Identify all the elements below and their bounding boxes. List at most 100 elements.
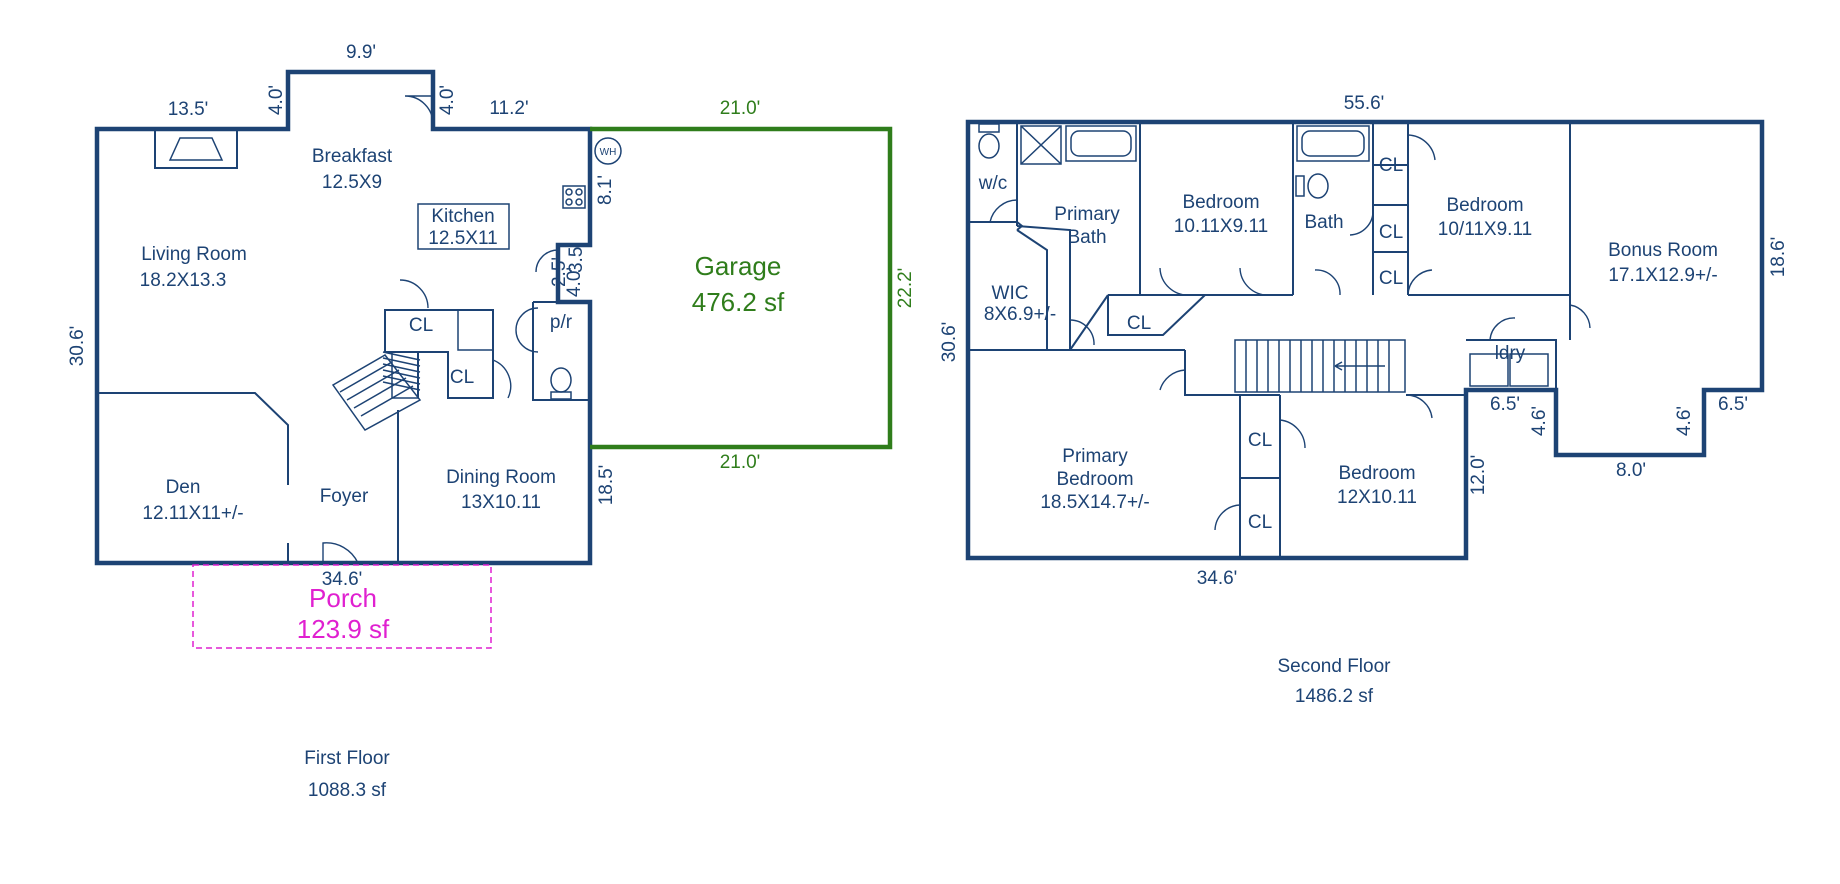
foyer-label: Foyer bbox=[320, 486, 369, 507]
bedroom-a-dims: 10.11X9.11 bbox=[1174, 216, 1268, 237]
dim-step-c: 8.0' bbox=[1616, 460, 1646, 481]
hall-closet-wall bbox=[1069, 294, 1206, 351]
dining-room-dims: 13X10.11 bbox=[461, 492, 541, 513]
fridge-icon bbox=[457, 309, 494, 351]
dining-room-label: Dining Room bbox=[446, 467, 556, 488]
dim-right-2: 18.6' bbox=[1768, 237, 1789, 278]
dim-top-left: 13.5' bbox=[168, 99, 209, 120]
primary-bedroom-label-2: Bedroom bbox=[1056, 469, 1133, 490]
garage-door[interactable] bbox=[535, 249, 559, 273]
powder-wall bbox=[532, 302, 590, 401]
cooktop-icon bbox=[562, 185, 586, 209]
water-heater-icon: WH bbox=[594, 137, 622, 165]
wc-label: w/c bbox=[978, 173, 1008, 194]
dim-step-b: 4.6' bbox=[1529, 406, 1550, 436]
bedroom-c-label: Bedroom bbox=[1338, 463, 1415, 484]
shower-icon bbox=[1020, 125, 1062, 165]
powder-door[interactable] bbox=[515, 307, 539, 353]
closet-door-b[interactable] bbox=[1349, 209, 1374, 236]
closet-label-b: CL bbox=[1379, 222, 1403, 243]
stairs-icon bbox=[1234, 339, 1406, 393]
dim-top-mid: 11.2' bbox=[489, 98, 528, 119]
den-label: Den bbox=[166, 477, 201, 498]
dim-top: 55.6' bbox=[1344, 93, 1385, 114]
breakfast-label: Breakfast bbox=[312, 146, 393, 167]
powder-room-label: p/r bbox=[550, 312, 573, 333]
garage-label: Garage bbox=[695, 251, 782, 281]
primary-bedroom-label-1: Primary bbox=[1062, 446, 1128, 467]
closet-label-e: CL bbox=[1248, 512, 1272, 533]
front-door[interactable] bbox=[322, 542, 360, 564]
kitchen-label-box bbox=[417, 203, 510, 250]
wic-wall-2 bbox=[1016, 229, 1048, 350]
dim-step-d: 4.6' bbox=[1674, 406, 1695, 436]
breakfast-door[interactable] bbox=[404, 95, 434, 125]
dim-kitchen-side: 8.1' bbox=[595, 175, 616, 205]
svg-text:WH: WH bbox=[600, 147, 617, 158]
bathtub-icon bbox=[1065, 125, 1137, 162]
dim-bottom-2: 34.6' bbox=[1197, 568, 1238, 589]
living-room-label: Living Room bbox=[141, 244, 247, 265]
den-dims: 12.11X11+/- bbox=[142, 503, 243, 524]
bedroom-a-door[interactable] bbox=[1159, 267, 1191, 296]
wic-door[interactable] bbox=[1069, 319, 1095, 346]
dim-notch-left: 4.0' bbox=[266, 85, 287, 115]
bedroom-c-dims: 12X10.11 bbox=[1337, 487, 1417, 508]
dim-jog-b: 2.5' bbox=[549, 257, 570, 287]
stairs-icon bbox=[331, 351, 422, 431]
bonus-door[interactable] bbox=[1569, 304, 1591, 329]
laundry-door[interactable] bbox=[1489, 317, 1516, 341]
hall-closet-label: CL bbox=[1127, 313, 1151, 334]
dim-garage-right: 22.2' bbox=[895, 268, 916, 309]
closet-label: CL bbox=[409, 315, 433, 336]
bath-door[interactable] bbox=[1314, 269, 1341, 296]
closet-label-c: CL bbox=[1379, 268, 1403, 289]
closet-door-a[interactable] bbox=[1407, 134, 1436, 161]
wic-label: WIC bbox=[992, 283, 1029, 304]
dim-step-e: 6.5' bbox=[1718, 394, 1748, 415]
bathtub-icon-2 bbox=[1296, 125, 1370, 162]
bedroom-b-door[interactable] bbox=[1407, 269, 1433, 296]
bedroom-b-dims: 10/11X9.11 bbox=[1438, 219, 1532, 240]
bedroom-a-door-2[interactable] bbox=[1239, 267, 1266, 296]
closet-door[interactable] bbox=[399, 279, 429, 309]
dim-step-a: 6.5' bbox=[1490, 394, 1520, 415]
laundry-wall bbox=[1466, 339, 1557, 390]
toilet-icon-2 bbox=[1295, 173, 1329, 199]
closet-label-a: CL bbox=[1379, 155, 1403, 176]
closet-door-2[interactable] bbox=[492, 359, 512, 399]
dim-left: 30.6' bbox=[67, 326, 88, 367]
first-floor-exterior-wall bbox=[94, 69, 593, 566]
wic-dims: 8X6.9+/- bbox=[984, 304, 1056, 325]
bedroom-c-door[interactable] bbox=[1405, 394, 1433, 419]
porch-label: Porch bbox=[309, 583, 377, 613]
closet-label-d: CL bbox=[1248, 430, 1272, 451]
stair-wall bbox=[1184, 350, 1241, 420]
dim-garage-top: 21.0' bbox=[720, 98, 761, 119]
wc-door[interactable] bbox=[989, 199, 1018, 223]
kitchen-label: Kitchen bbox=[431, 206, 494, 227]
closet-column-wall bbox=[1239, 394, 1281, 558]
second-floor-area: 1486.2 sf bbox=[1295, 686, 1374, 707]
washer-dryer-icon bbox=[1469, 353, 1549, 387]
breakfast-dims: 12.5X9 bbox=[322, 172, 382, 193]
closet-door-d[interactable] bbox=[1214, 504, 1241, 531]
bedroom-b-label: Bedroom bbox=[1446, 195, 1523, 216]
dim-right: 18.5' bbox=[596, 465, 617, 506]
porch-area: 123.9 sf bbox=[297, 614, 390, 644]
closet-wall bbox=[384, 309, 494, 399]
dim-notch-right: 4.0' bbox=[437, 85, 458, 115]
first-floor-title: First Floor bbox=[304, 748, 390, 769]
toilet-icon bbox=[978, 123, 1000, 159]
closet-label-2: CL bbox=[450, 367, 474, 388]
primary-bed-door[interactable] bbox=[1159, 369, 1186, 391]
dim-notch-top: 9.9' bbox=[346, 42, 376, 63]
garage-wall bbox=[590, 126, 893, 450]
bedroom-a-label: Bedroom bbox=[1182, 192, 1259, 213]
first-floor-plan: WH Living Room 18.2X13.3 Breakfast 12.5X… bbox=[67, 42, 916, 801]
closet-door-c[interactable] bbox=[1279, 419, 1306, 449]
primary-bath-label-2: Bath bbox=[1067, 227, 1106, 248]
dim-step-left: 12.0' bbox=[1468, 455, 1489, 496]
primary-bath-wall bbox=[1016, 225, 1071, 350]
